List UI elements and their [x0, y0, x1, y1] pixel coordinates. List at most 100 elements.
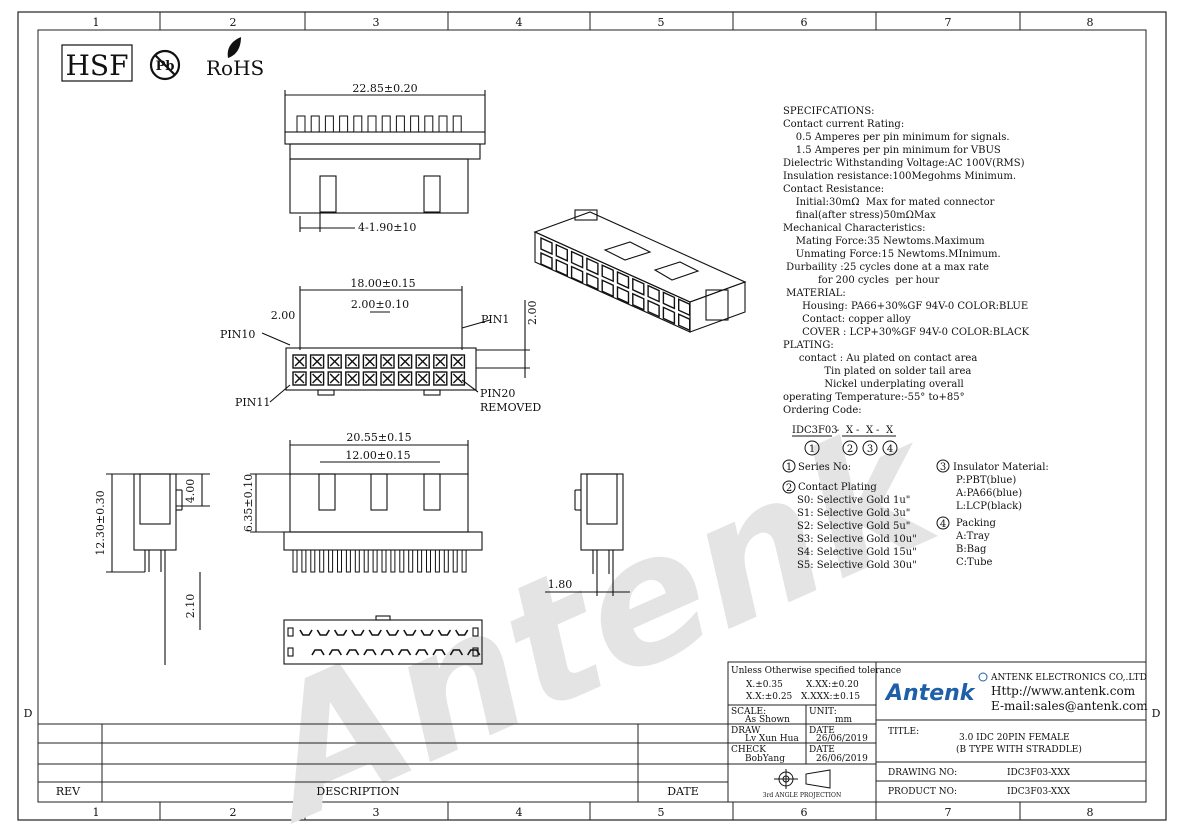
plating-option: S5: Selective Gold 30u" — [797, 560, 917, 571]
label-pin20: PIN20 — [480, 387, 515, 400]
spec-line: Contact Resistance: — [783, 184, 884, 195]
tol-xxx: X.XXX:±0.15 — [801, 692, 860, 702]
column-numbers-top: 1 2 3 4 5 6 7 8 — [93, 16, 1094, 29]
label-pin10: PIN10 — [220, 328, 255, 341]
insulator-title: Insulator Material: — [953, 462, 1049, 473]
revision-table: REV DESCRIPTION DATE — [56, 785, 699, 798]
label-pin1: PIN1 — [481, 313, 509, 326]
watermark-text: Antenk — [225, 382, 970, 835]
contact-upper — [385, 629, 400, 636]
col-num: 2 — [230, 16, 237, 29]
check-date: 26/06/2019 — [816, 754, 868, 764]
dim-front-height: 6.35±0.10 — [242, 474, 255, 532]
contact-lower — [415, 649, 429, 656]
col-num: 7 — [945, 806, 952, 819]
ordering-code: IDC3F03 - X - X - X 1 2 3 4 — [792, 425, 898, 456]
insulator-option: P:PBT(blue) — [956, 475, 1016, 486]
contact-upper — [368, 629, 382, 636]
col-num: 2 — [230, 806, 237, 819]
pb-label: Pb — [156, 59, 175, 74]
spec-line: Mating Force:35 Newtoms.Maximum — [783, 236, 985, 247]
col-num: 7 — [945, 16, 952, 29]
draw-date: 26/06/2019 — [816, 734, 868, 744]
spec-line: PLATING: — [783, 340, 834, 351]
solder-tail — [417, 549, 423, 573]
col-num: 6 — [801, 16, 808, 29]
solder-tail — [443, 549, 449, 573]
svg-text:-: - — [876, 425, 879, 436]
side-view-left — [106, 473, 210, 665]
contact-upper — [316, 629, 330, 636]
col-num: 4 — [516, 16, 523, 29]
specifications: SPECIFCATIONS:Contact current Rating: 0.… — [783, 106, 1030, 416]
dim-top-width: 22.85±0.20 — [352, 82, 417, 95]
spec-line: Dielectric Withstanding Voltage:AC 100V(… — [783, 158, 1025, 169]
pin-cell — [397, 371, 413, 386]
tolerance-title: Unless Otherwise specified tolerance — [731, 666, 901, 676]
tol-x: X.±0.35 — [746, 680, 783, 690]
pin-cell — [309, 354, 325, 369]
contact-tab — [381, 115, 391, 133]
spec-line: operating Temperature:-55° to+85° — [783, 392, 965, 403]
unit-label: UNIT: — [809, 707, 837, 717]
pin-cell — [450, 354, 466, 369]
contact-upper — [420, 629, 434, 636]
row-letter-right: D — [1152, 707, 1161, 720]
dim-tail-pitch: 1.80 — [548, 578, 573, 591]
iso-cell — [678, 313, 691, 332]
solder-tail — [372, 549, 378, 573]
leaf-icon — [227, 37, 241, 58]
check-date-label: DATE — [809, 745, 835, 755]
spec-line: Housing: PA66+30%GF 94V-0 COLOR:BLUE — [783, 301, 1028, 312]
scale-label: SCALE: — [731, 707, 766, 717]
title-line1: 3.0 IDC 20PIN FEMALE — [959, 733, 1070, 743]
hsf-logo: HSF — [65, 49, 128, 82]
solder-tail — [426, 549, 431, 573]
spec-line: SPECIFCATIONS: — [783, 106, 875, 117]
check-label: CHECK — [731, 745, 766, 755]
contact-tab — [367, 115, 377, 133]
packing-option: B:Bag — [956, 544, 987, 555]
plating-option: S0: Selective Gold 1u" — [797, 495, 910, 506]
spec-line: for 200 cycles per hour — [783, 275, 940, 286]
contact-upper — [351, 629, 365, 636]
pin-cell — [380, 371, 395, 386]
iso-cell — [586, 257, 599, 276]
plating-option: S2: Selective Gold 5u" — [797, 521, 910, 532]
solder-tail — [337, 549, 342, 573]
company-name: ANTENK ELECTRONICS CO,.LTD — [990, 673, 1147, 683]
section-view — [283, 615, 483, 665]
circle-num: 3 — [867, 444, 873, 455]
contact-tab — [310, 115, 320, 133]
contact-tab — [324, 115, 334, 133]
column-numbers-bottom: 1 2 3 4 5 6 7 8 — [93, 806, 1094, 819]
packing-option: A:Tray — [955, 531, 990, 542]
iso-cell — [586, 272, 599, 291]
contact-tab — [438, 115, 448, 133]
pin-cell — [327, 354, 342, 369]
solder-tail — [452, 549, 458, 573]
spec-line: 1.5 Amperes per pin minimum for VBUS — [783, 145, 1001, 156]
iso-cell — [678, 298, 691, 317]
solder-tail — [354, 549, 360, 573]
dim-side-height: 12.30±0.30 — [94, 490, 107, 555]
insulator-option: A:PA66(blue) — [955, 488, 1022, 499]
iso-cell — [632, 292, 645, 311]
solder-tail — [292, 549, 298, 573]
series-title: Series No: — [798, 462, 851, 473]
contact-tab — [296, 115, 306, 133]
drawing-no-label: DRAWING NO: — [888, 768, 957, 778]
spec-line: COVER : LCP+30%GF 94V-0 COLOR:BLACK — [783, 327, 1030, 338]
outer-frame — [17, 11, 1167, 821]
col-num: 8 — [1087, 806, 1094, 819]
label-removed: REMOVED — [480, 401, 541, 414]
pin-grid — [292, 354, 466, 386]
title-label: TITLE: — [888, 727, 919, 737]
spec-line: Initial:30mΩ Max for mated connector — [783, 197, 995, 208]
solder-tail — [408, 549, 414, 573]
contact-lower — [397, 649, 412, 656]
check-name: BobYang — [745, 754, 785, 764]
spec-line: Durbaility :25 cycles done at a max rate — [783, 262, 989, 273]
scale-value: As Shown — [744, 715, 790, 725]
